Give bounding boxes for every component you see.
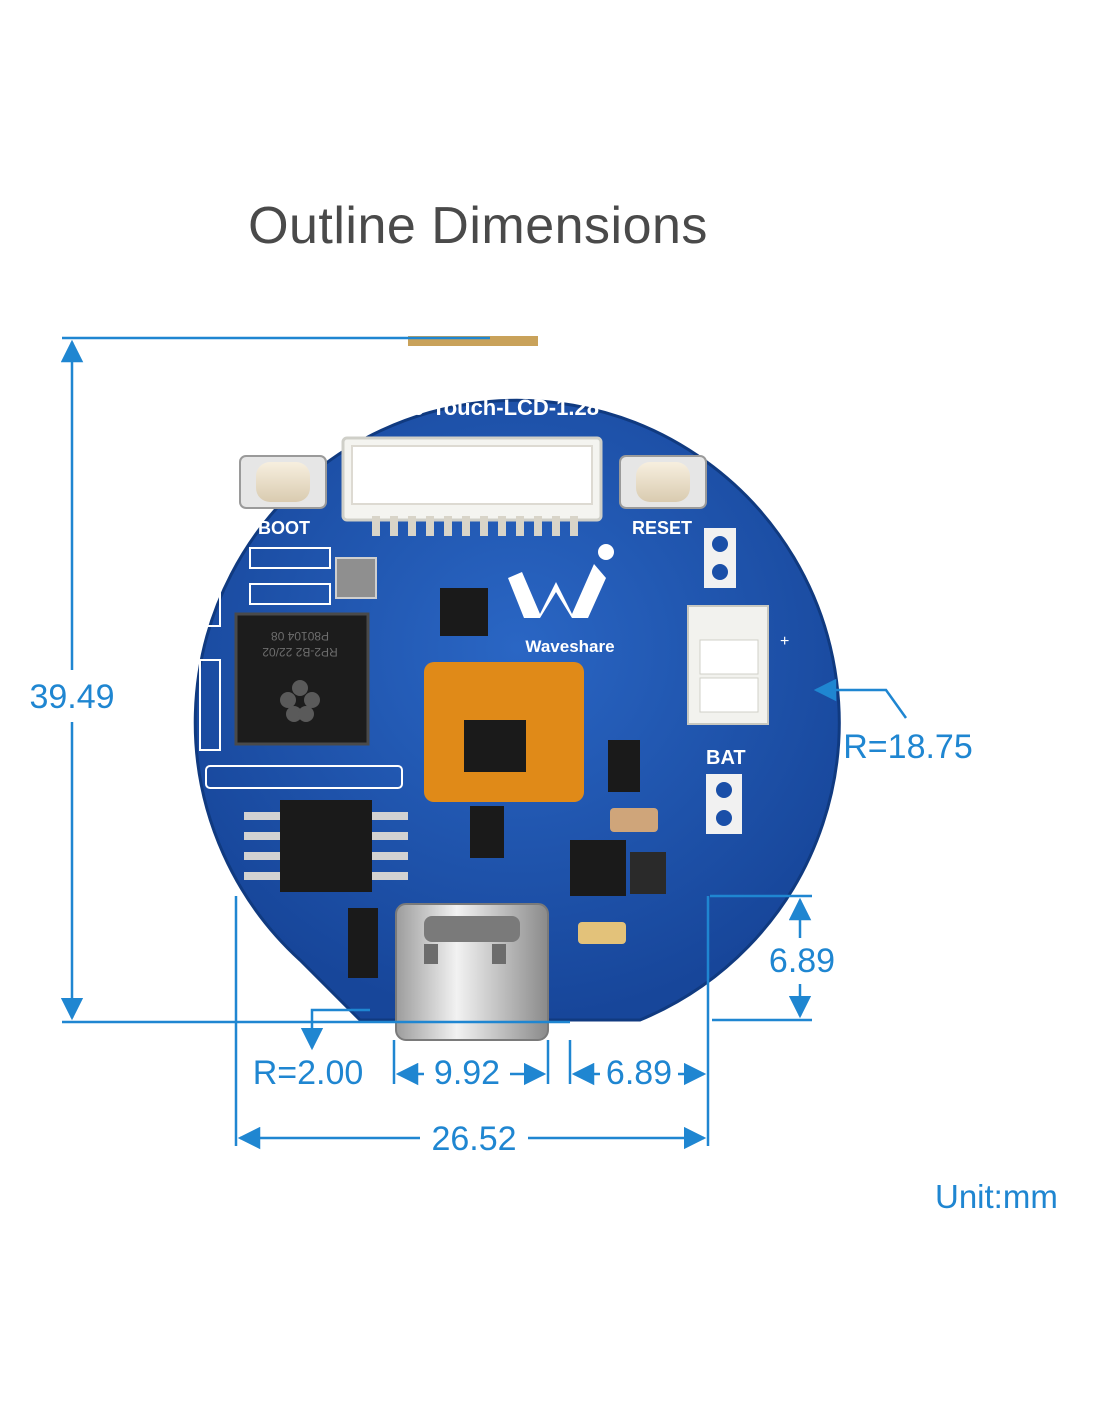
capacitor-2 — [578, 922, 626, 944]
dimension-lines — [60, 336, 908, 1150]
charger-chip — [570, 840, 626, 896]
chip-text-2: P80104 08 — [271, 629, 329, 643]
board-name: RP2040-Touch-LCD-1.28 — [345, 395, 599, 420]
right-offset-dimension: 6.89 — [606, 1054, 672, 1092]
raspberry-logo-icon — [280, 680, 320, 722]
battery-plus-label: + — [780, 633, 789, 650]
fpc-tab — [408, 336, 538, 346]
boot-label: BOOT — [258, 518, 310, 538]
rp2040-chip: RP2-B2 22/02 P80104 08 — [234, 612, 370, 746]
imu-chip — [440, 588, 488, 636]
capacitor — [610, 808, 658, 832]
waveshare-logo: Waveshare — [508, 544, 615, 656]
usb-offset-dimension: 6.89 — [769, 942, 835, 980]
regulator-chip — [608, 740, 640, 792]
waveshare-logo-icon — [508, 564, 606, 618]
corner-radius-dimension: R=2.00 — [253, 1054, 364, 1092]
fpc-connector — [341, 436, 603, 536]
usb-width-dimension: 9.92 — [434, 1054, 500, 1092]
page-title: Outline Dimensions — [248, 197, 708, 255]
battery-label: BAT — [706, 747, 746, 769]
diode — [348, 908, 378, 978]
bottom-width-dimension: 26.52 — [431, 1120, 516, 1158]
crystal — [335, 557, 377, 599]
usb-c-connector — [395, 903, 549, 1041]
passive-components — [199, 547, 403, 789]
reset-label: RESET — [632, 518, 692, 538]
brand-label: Waveshare — [525, 637, 614, 656]
boot-button: BOOT — [239, 455, 327, 538]
radius-dimension: R=18.75 — [843, 728, 973, 766]
height-dimension: 39.49 — [29, 678, 114, 716]
touch-chip — [464, 720, 526, 772]
reset-button: RESET — [619, 455, 707, 538]
unit-label: Unit:mm — [935, 1178, 1058, 1215]
chip-text-1: RP2-B2 22/02 — [262, 645, 338, 659]
flash-chip — [280, 800, 372, 892]
pcb-board: RP2040-Touch-LCD-1.28 BOOT RESET — [193, 336, 841, 1041]
mosfet-chip — [470, 806, 504, 858]
battery-connector: + BAT — [687, 605, 789, 769]
pin-pads — [704, 528, 742, 834]
inductor — [630, 852, 666, 894]
